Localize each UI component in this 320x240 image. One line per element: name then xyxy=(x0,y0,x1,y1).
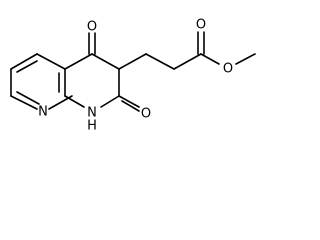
bond-amide-co-b xyxy=(121,100,140,112)
bond-methyl xyxy=(235,53,256,65)
bond-chain-1 xyxy=(118,53,147,70)
bond-c4-c4a xyxy=(64,53,93,70)
atom-h-amide: H xyxy=(87,119,97,134)
bond-chain-3 xyxy=(173,53,202,70)
bond-nh-c2 xyxy=(100,95,120,108)
bond-n1-c2 xyxy=(10,95,38,110)
bond-c3-c4-inner xyxy=(16,60,38,73)
atom-o-amide: O xyxy=(141,107,151,122)
atom-n-amide: N xyxy=(87,106,97,121)
bond-c3-c4 xyxy=(91,53,120,70)
atom-o-ester-carbonyl: O xyxy=(196,18,206,33)
bonds xyxy=(10,31,256,112)
atom-o-ketone: O xyxy=(87,20,97,35)
bond-ester-o xyxy=(200,53,220,65)
bond-amide-co-a xyxy=(118,95,140,108)
atom-o-ester: O xyxy=(223,62,233,77)
bond-c3-c4 xyxy=(10,53,38,70)
molecule-structure: O O O O N N H xyxy=(10,18,256,134)
bond-chain-2 xyxy=(145,53,175,70)
atom-labels: O O O O N N H xyxy=(38,18,233,134)
atom-n-pyridine: N xyxy=(38,105,48,120)
bond-c8a-nh xyxy=(64,95,85,108)
bond-n1-c2-inner xyxy=(16,91,40,105)
bond-c4-c4a xyxy=(36,53,66,70)
